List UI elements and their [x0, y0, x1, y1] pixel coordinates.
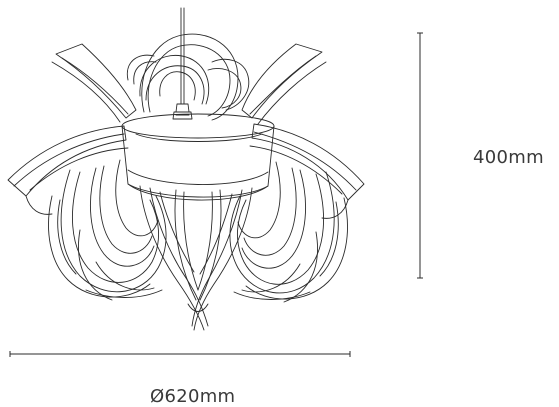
width-dimension-label: Ø620mm — [150, 386, 236, 407]
lamp-socket — [172, 103, 193, 120]
central-ribbons — [174, 189, 222, 312]
left-side-petal — [7, 125, 129, 215]
pendant-lamp-drawing — [7, 7, 365, 331]
width-dimension-line — [9, 351, 351, 357]
right-side-petal — [249, 123, 365, 219]
crown-ring — [121, 113, 275, 201]
height-dimension-line — [417, 32, 423, 279]
bottom-loops — [78, 229, 318, 303]
right-lower-loops — [191, 161, 348, 331]
top-loops — [126, 33, 250, 121]
left-lower-loops — [48, 159, 209, 331]
left-upper-petal — [51, 43, 137, 123]
height-dimension-label: 400mm — [473, 147, 544, 168]
right-upper-petal — [241, 43, 327, 125]
